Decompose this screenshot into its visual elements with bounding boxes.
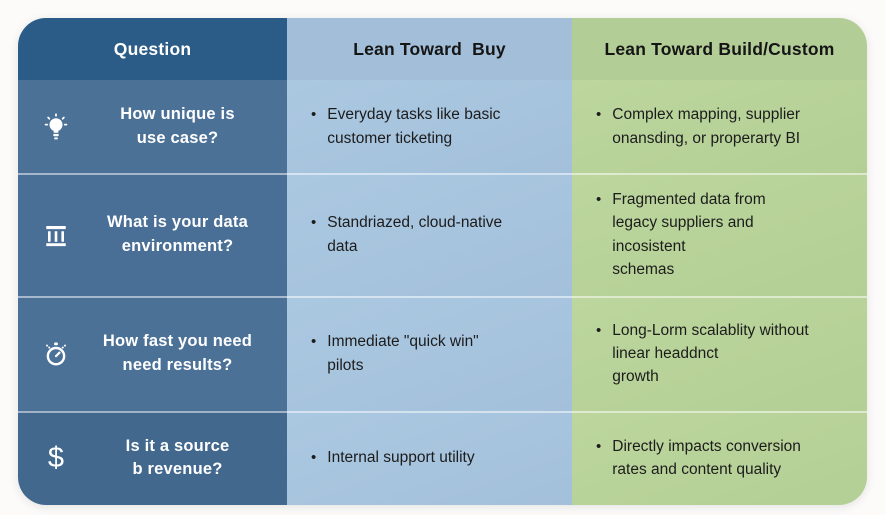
question-text: Is it a source b revenue? [125,436,230,478]
lightbulb-icon [44,112,68,139]
stopwatch-icon [45,342,66,365]
bullet-marker: • [311,214,317,232]
bullet-text: Standriazed, cloud-native data [327,214,503,255]
bullet-text: Long-Lorm scalablity without linear head… [612,321,809,386]
buy-cell-speed-of-results: • Immediate "quick win" pilots [287,296,572,411]
bullet-marker: • [311,106,317,124]
bullet-item: • Fragmented data from legacy suppliers … [572,178,780,291]
header-label-build: Lean Toward Build/Custom [604,38,835,59]
bullet-item: • Internal support utility [287,436,489,480]
bullet-item: • Standriazed, cloud-native data [287,201,516,268]
buy-cell-source-of-revenue: • Internal support utility [287,411,572,505]
bullet-item: • Complex mapping, supplier onansding, o… [572,93,814,160]
icon-box [18,338,86,370]
bullet-marker: • [311,449,317,467]
question-text: What is your data environment? [107,213,248,255]
question-cell-source-of-revenue: $ Is it a source b revenue? [18,411,287,505]
bullet-marker: • [596,191,602,208]
bullet-item: • Directly impacts conversion rates and … [572,425,815,492]
bullet-text: Directly impacts conversion rates and co… [612,437,801,478]
build-cell-data-environment: • Fragmented data from legacy suppliers … [572,173,867,296]
header-cell-question: Question [18,18,287,80]
question-text: How fast you need need results? [102,332,253,374]
build-cell-unique-use-case: • Complex mapping, supplier onansding, o… [572,80,867,173]
buy-cell-unique-use-case: • Everyday tasks like basic customer tic… [287,80,572,173]
header-label-question: Question [113,38,192,59]
question-cell-speed-of-results: How fast you need need results? [18,296,287,411]
icon-box [18,111,86,143]
bullet-marker: • [596,321,602,339]
bank-icon [46,225,66,246]
question-cell-unique-use-case: How unique is use case? [18,80,287,173]
dollar-icon: $ [47,441,65,474]
bullet-item: • Everyday tasks like basic customer tic… [287,93,514,160]
icon-box: $ [18,441,86,474]
buy-cell-data-environment: • Standriazed, cloud-native data [287,173,572,296]
bullet-text: Immediate "quick win" pilots [327,333,479,374]
build-cell-source-of-revenue: • Directly impacts conversion rates and … [572,411,867,505]
bullet-text: Complex mapping, supplier onansding, or … [612,106,801,147]
bullet-item: • Immediate "quick win" pilots [287,320,493,387]
bullet-text: Internal support utility [327,449,475,467]
icon-box [18,220,86,250]
header-label-buy: Lean Toward Buy [353,38,506,59]
buy-vs-build-comparison-table: Question Lean Toward Buy Lean Toward Bui… [18,18,867,505]
bullet-marker: • [311,333,317,351]
header-cell-build: Lean Toward Build/Custom [572,18,867,80]
question-cell-data-environment: What is your data environment? [18,173,287,296]
header-cell-buy: Lean Toward Buy [287,18,572,80]
bullet-item: • Long-Lorm scalablity without linear he… [572,309,823,399]
build-cell-speed-of-results: • Long-Lorm scalablity without linear he… [572,296,867,411]
bullet-text: Everyday tasks like basic customer ticke… [327,106,501,147]
bullet-marker: • [596,106,602,124]
bullet-text: Fragmented data from legacy suppliers an… [612,191,766,278]
bullet-marker: • [596,437,602,455]
question-text: How unique is use case? [120,105,235,147]
